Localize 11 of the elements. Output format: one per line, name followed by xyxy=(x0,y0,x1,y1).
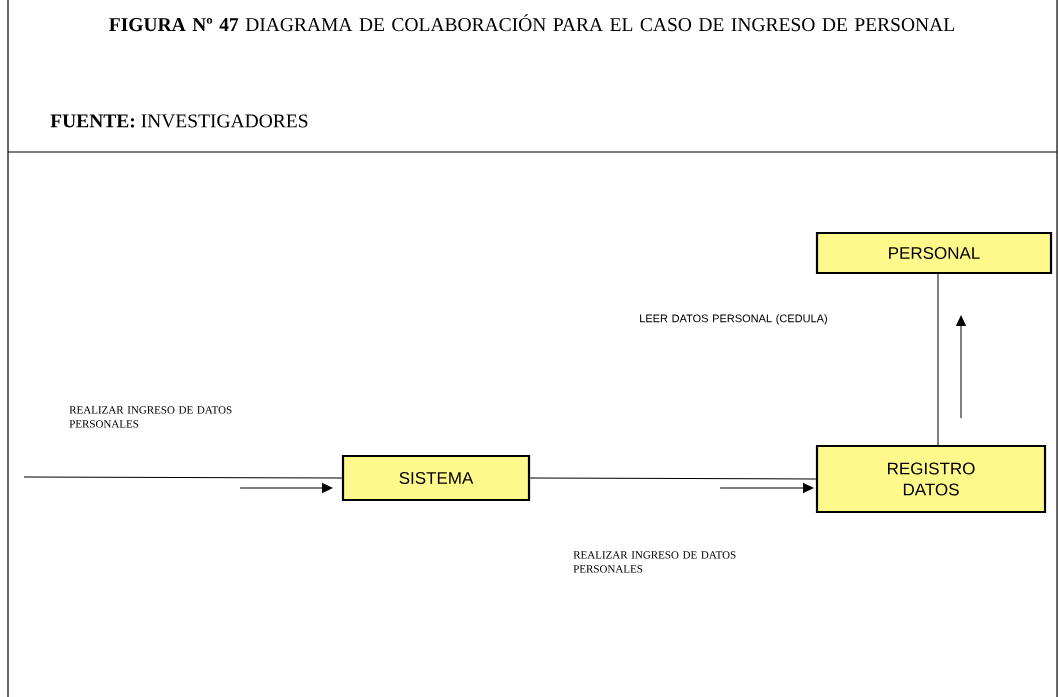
message-label: REALIZAR INGRESO DE DATOS PERSONALES xyxy=(573,551,736,573)
link-line xyxy=(529,477,817,480)
link-line xyxy=(937,273,939,446)
link-line xyxy=(23,476,343,479)
message-label: LEER DATOS PERSONAL (CEDULA) xyxy=(640,314,827,325)
object-box: REGISTRO DATOS xyxy=(815,444,1047,514)
source-note: FUENTE: INVESTIGADORES xyxy=(50,114,308,128)
message-label: REALIZAR INGRESO DE DATOS PERSONALES xyxy=(69,406,232,428)
object-box: PERSONAL xyxy=(815,231,1053,275)
object-box: SISTEMA xyxy=(341,454,531,502)
figure-title: FIGURA Nº 47 DIAGRAMA DE COLABORACIÓN PARA EL CASO DE INGRESO DE PERSONAL xyxy=(109,14,954,32)
